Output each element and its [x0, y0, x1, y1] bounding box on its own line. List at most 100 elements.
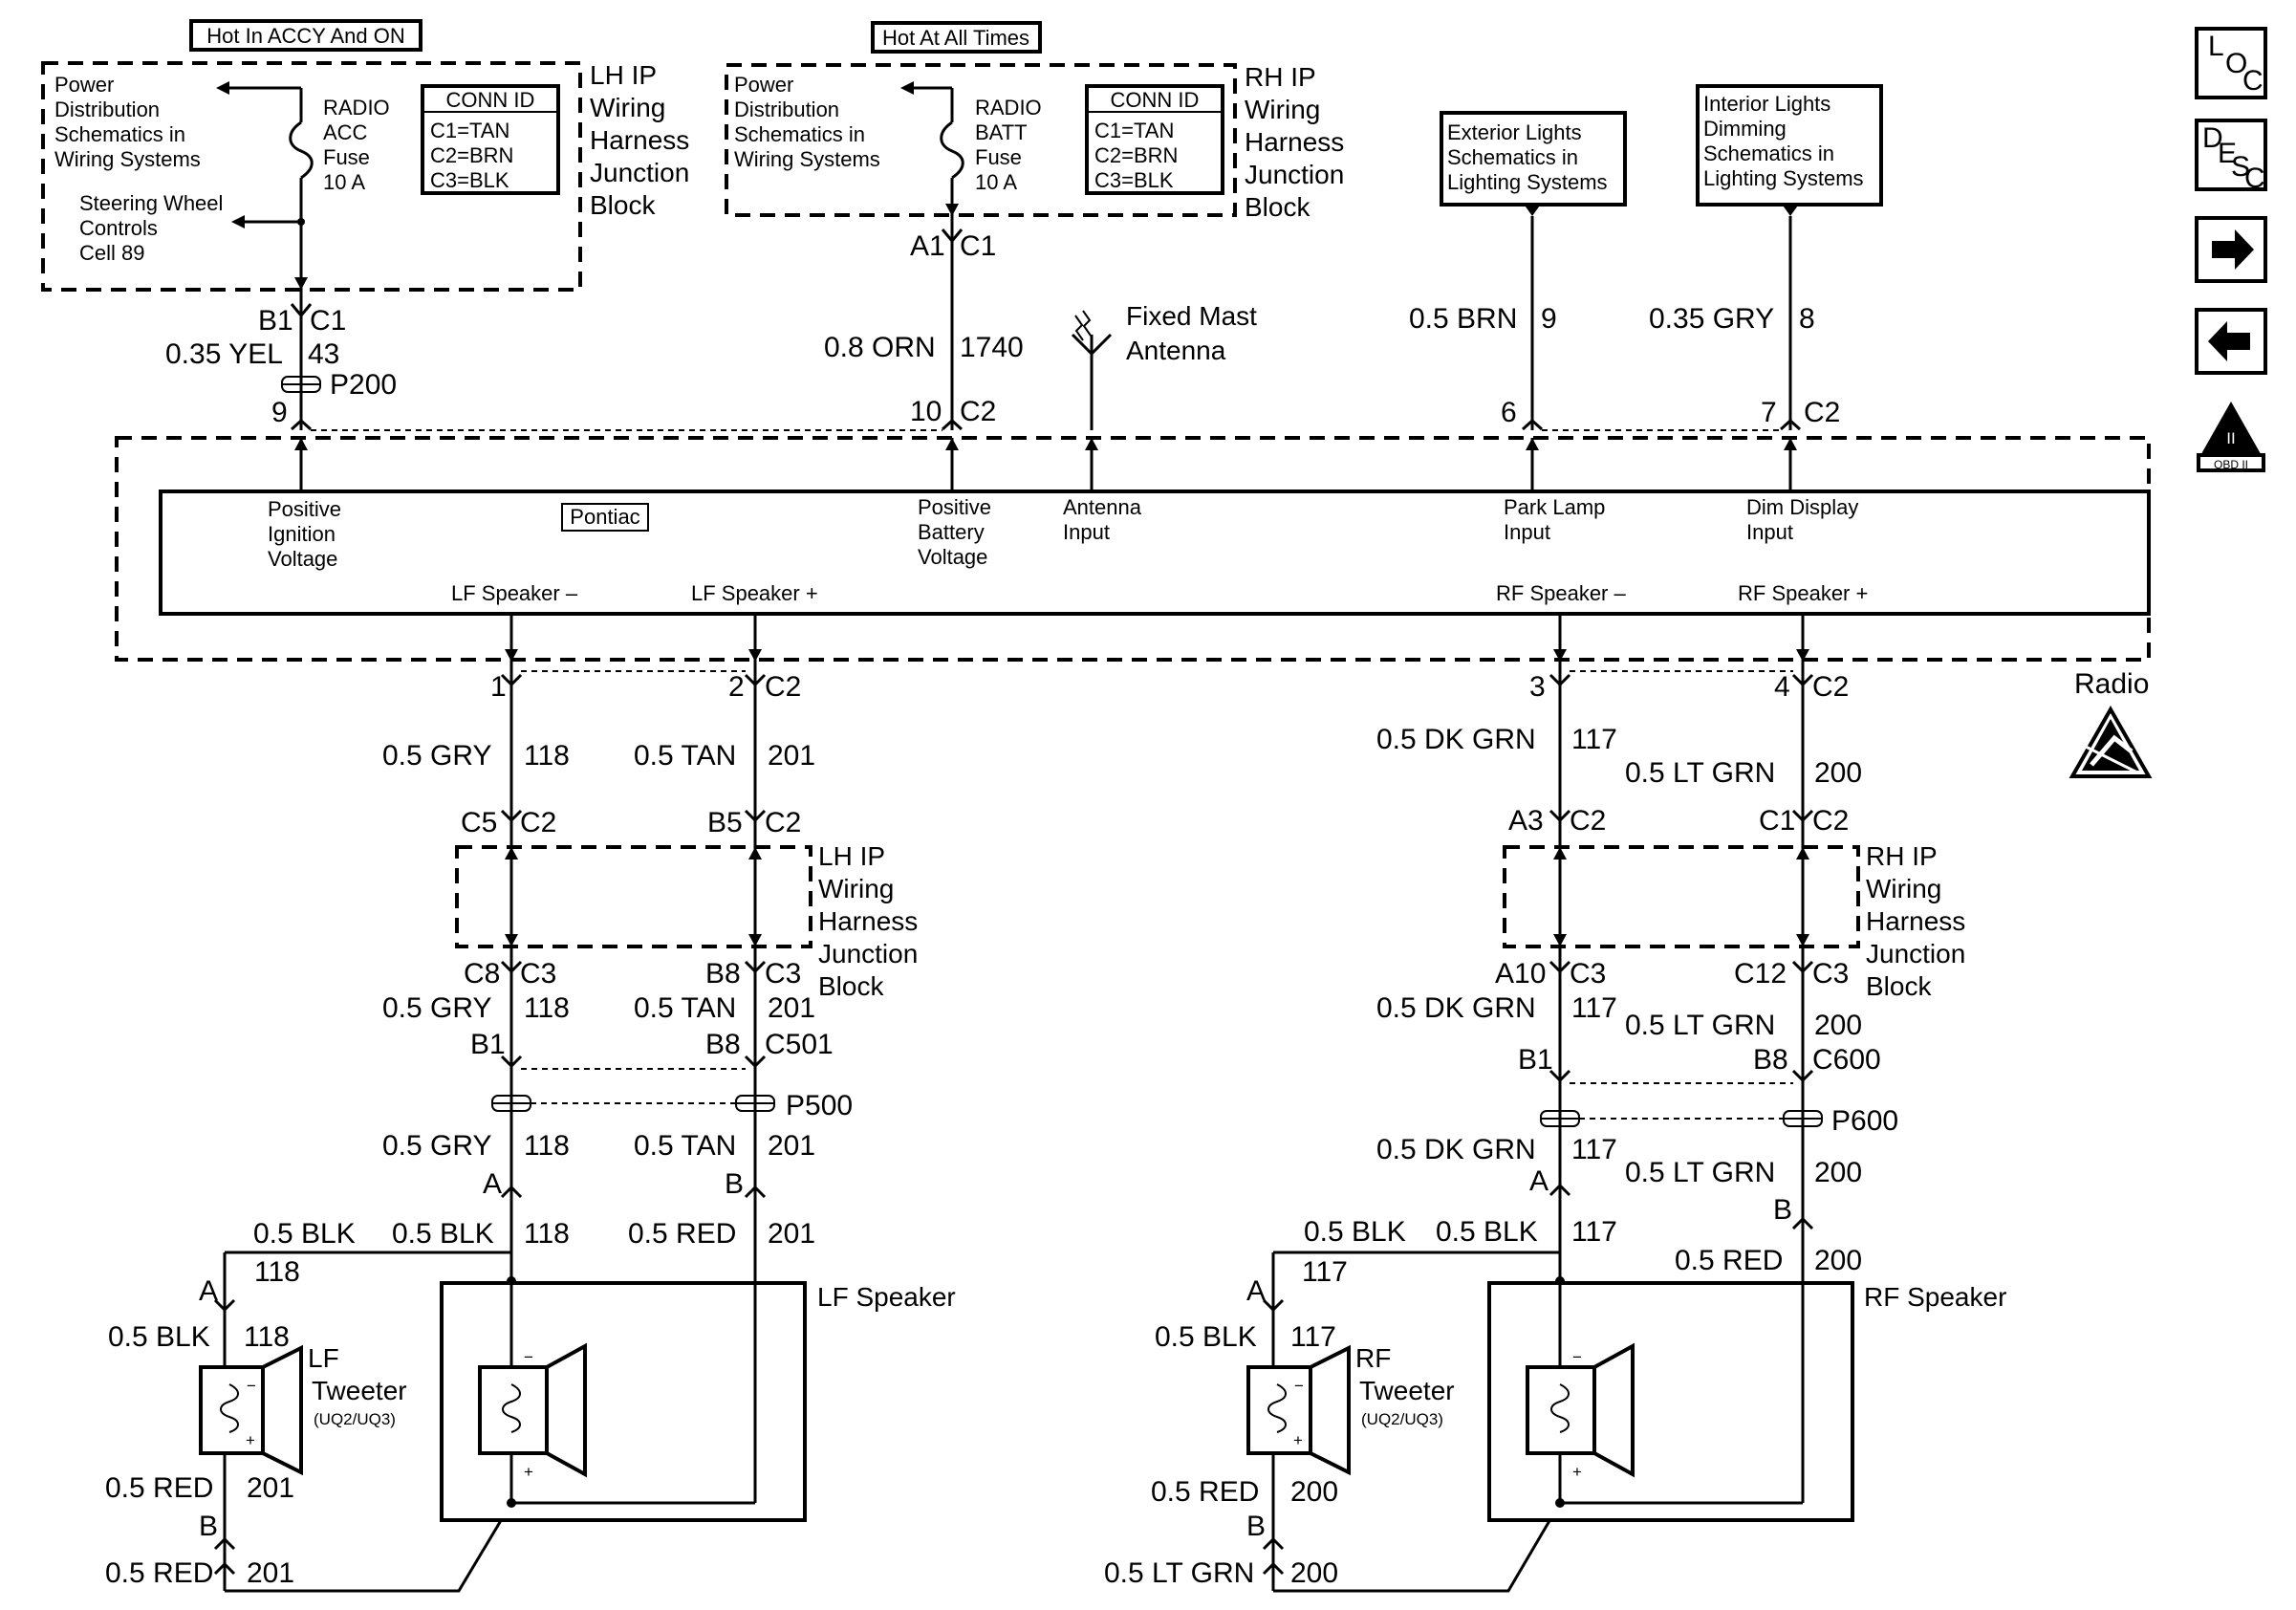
rf-circuit-117-f: 117 — [1290, 1321, 1336, 1353]
desc-letter-d: D — [2202, 122, 2223, 154]
lf-c8: C8 — [464, 958, 500, 990]
rf-block-4: Junction — [1866, 939, 1965, 968]
ant-in-1: Antenna — [1063, 495, 1142, 519]
lf-wire-tan-b: 0.5 TAN — [634, 992, 736, 1024]
lf-tweeter-label-1: LF — [308, 1343, 339, 1373]
antenna-label-2: Antenna — [1126, 336, 1226, 365]
obd-mark: II — [2226, 429, 2235, 447]
rf-c2-a: C2 — [1812, 671, 1849, 703]
rf-block-2: Wiring — [1866, 874, 1941, 903]
fixed-mast-antenna-icon — [1071, 310, 1113, 430]
rf-tweeter-label-1: RF — [1355, 1343, 1391, 1373]
radio-input-wires: B1 C1 0.35 YEL 43 P200 9 A1 C1 0.8 ORN 1… — [165, 228, 1840, 431]
lh-fuse-line-2: ACC — [323, 120, 368, 144]
batt-c1-label: C1 — [960, 230, 996, 262]
loc-button[interactable]: L O C — [2195, 27, 2267, 99]
lh-steer-line-1: Steering Wheel — [79, 191, 223, 215]
lf-circuit-118-a: 118 — [524, 740, 570, 772]
obd-label: OBD II — [2214, 458, 2248, 471]
pin-10: 10 — [910, 396, 942, 427]
rh-power-line-3: Schematics in — [734, 122, 865, 146]
lh-conn-c3: C3=BLK — [430, 168, 509, 192]
antenna-label-1: Fixed Mast — [1126, 301, 1257, 331]
lh-steer-line-2: Controls — [79, 216, 158, 240]
rh-conn-c2: C2=BRN — [1094, 143, 1178, 167]
rf-c2-c: C2 — [1812, 805, 1849, 837]
lh-conn-c1: C1=TAN — [430, 119, 509, 142]
lf-speaker-circuit: 1 2 C2 0.5 GRY 118 0.5 TAN 201 C5 C2 B5 … — [105, 614, 956, 1593]
next-button[interactable] — [2195, 216, 2267, 283]
lh-b1-label: B1 — [258, 305, 293, 337]
lh-power-line-1: Power — [54, 73, 114, 97]
lf-spk-plus: + — [524, 1463, 533, 1481]
rf-circuit-117-d: 117 — [1571, 1216, 1617, 1248]
pin-6: 6 — [1501, 397, 1517, 428]
desc-button[interactable]: D E S C — [2195, 119, 2267, 194]
lh-block-top-line-4: Junction — [590, 158, 689, 187]
obd-ii-button[interactable]: II OBD II — [2197, 402, 2265, 472]
lf-tweeter-label-3: (UQ2/UQ3) — [314, 1410, 396, 1428]
pos-batt-2: Battery — [918, 520, 985, 544]
rf-p600: P600 — [1831, 1105, 1898, 1137]
lf-tw-minus: − — [247, 1377, 256, 1395]
lf-wire-tan: 0.5 TAN — [634, 740, 736, 772]
brand-pontiac: Pontiac — [570, 505, 639, 529]
lf-c2-c: C2 — [765, 807, 801, 838]
batt-a1-label: A1 — [910, 230, 945, 262]
lf-circuit-118-f: 118 — [244, 1321, 290, 1353]
pin-9: 9 — [271, 397, 288, 428]
rf-spk-minus: − — [1572, 1348, 1582, 1366]
int-lights-line-4: Lighting Systems — [1703, 166, 1864, 190]
lf-speaker-icon: − + — [478, 1342, 587, 1481]
rh-power-line-2: Distribution — [734, 98, 839, 121]
lh-block-top-line-3: Harness — [590, 125, 689, 155]
arrow-left-icon — [2208, 321, 2250, 361]
rf-spk-plus: + — [1572, 1463, 1582, 1481]
desc-letter-s: S — [2231, 151, 2250, 183]
lh-conn-c2: C2=BRN — [430, 143, 513, 167]
park-2: Input — [1504, 520, 1550, 544]
rh-block-top-line-3: Harness — [1245, 127, 1344, 157]
lf-spk-blk: 0.5 BLK — [392, 1218, 494, 1250]
lf-pin-b: B — [725, 1168, 744, 1200]
rf-speaker-icon: − + — [1526, 1342, 1635, 1481]
prev-button[interactable] — [2195, 308, 2267, 375]
lh-power-line-3: Schematics in — [54, 122, 185, 146]
rf-speaker-minus: RF Speaker – — [1496, 581, 1626, 605]
rf-wire-dkgrn-b: 0.5 DK GRN — [1376, 992, 1536, 1024]
lh-block-top-line-1: LH IP — [590, 60, 657, 90]
rh-block-title-top: RH IP Wiring Harness Junction Block — [1245, 62, 1344, 222]
rf-tw-blk-a: 0.5 BLK — [1304, 1216, 1406, 1248]
rf-wire-dkgrn-c: 0.5 DK GRN — [1376, 1134, 1536, 1165]
exterior-lights-ref: Exterior Lights Schematics in Lighting S… — [1440, 111, 1627, 430]
circuit-43: 43 — [308, 338, 339, 370]
lf-block-3: Harness — [818, 906, 918, 936]
circuit-1740: 1740 — [960, 332, 1024, 363]
lf-spk-red: 0.5 RED — [628, 1218, 736, 1250]
ext-lights-line-2: Schematics in — [1447, 145, 1578, 169]
lf-wire-gry-c: 0.5 GRY — [382, 1130, 492, 1162]
pos-ign-1: Positive — [268, 497, 341, 521]
lh-ip-junction-block-top: Hot In ACCY And ON Power Distribution Sc… — [41, 19, 582, 292]
rf-c3-a: C3 — [1570, 958, 1606, 990]
int-lights-line-1: Interior Lights — [1703, 92, 1830, 116]
lf-tw-blk-b: 0.5 BLK — [108, 1321, 210, 1353]
dim-1: Dim Display — [1746, 495, 1858, 519]
rf-circuit-117-e: 117 — [1302, 1256, 1348, 1288]
lf-tw-pin-a: A — [199, 1275, 218, 1307]
lf-speaker-label: LF Speaker — [817, 1282, 956, 1312]
rf-tweeter-label-2: Tweeter — [1359, 1376, 1455, 1405]
lf-circuit-201-a: 201 — [768, 740, 815, 772]
rh-block-top-line-2: Wiring — [1245, 95, 1320, 124]
lf-tweeter-icon: − + — [199, 1344, 303, 1476]
lf-tw-red-b: 0.5 RED — [105, 1557, 213, 1589]
rf-wire-dkgrn: 0.5 DK GRN — [1376, 724, 1536, 755]
lf-tweeter-label-2: Tweeter — [312, 1376, 407, 1405]
rf-b8: B8 — [1753, 1044, 1788, 1076]
lf-b8-a: B8 — [705, 958, 741, 990]
ext-lights-line-1: Exterior Lights — [1447, 120, 1582, 144]
desc-letter-e: E — [2218, 138, 2237, 169]
rh-block-top-line-1: RH IP — [1245, 62, 1316, 92]
lf-speaker-minus: LF Speaker – — [451, 581, 578, 605]
lf-circuit-201-f: 201 — [247, 1557, 294, 1589]
